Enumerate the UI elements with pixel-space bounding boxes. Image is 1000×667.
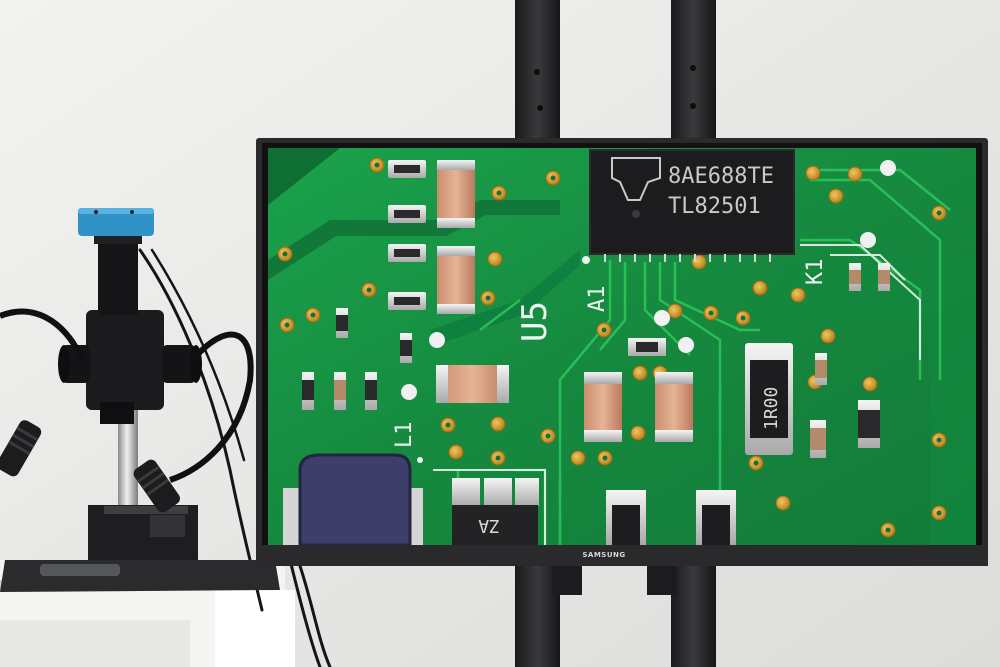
chip-marking-line2: TL82501 [668, 194, 761, 219]
bottom-resistors [606, 490, 736, 545]
microscope [0, 208, 280, 592]
label-a1: A1 [585, 286, 610, 313]
main-ic-chip: 8AE688TE TL82501 [589, 149, 795, 262]
chip-marking-line1: 8AE688TE [668, 164, 774, 189]
za-chip: ZA [452, 478, 539, 545]
za-chip-code: ZA [478, 515, 500, 536]
resistor-1r00: 1R00 [745, 343, 793, 455]
pcb-screen: 8AE688TE TL82501 [268, 148, 976, 547]
resistor-code: 1R00 [761, 387, 782, 430]
label-k1: K1 [803, 259, 828, 286]
pcb-vias [277, 157, 947, 538]
inductor-l1 [283, 453, 423, 547]
label-u5: U5 [515, 301, 555, 342]
monitor-brand-logo: SAMSUNG [582, 551, 626, 559]
ti-logo-icon [611, 157, 661, 201]
monitor-bottom-bezel [256, 545, 988, 566]
label-l1: L1 [392, 422, 417, 449]
capacitors [436, 160, 693, 442]
